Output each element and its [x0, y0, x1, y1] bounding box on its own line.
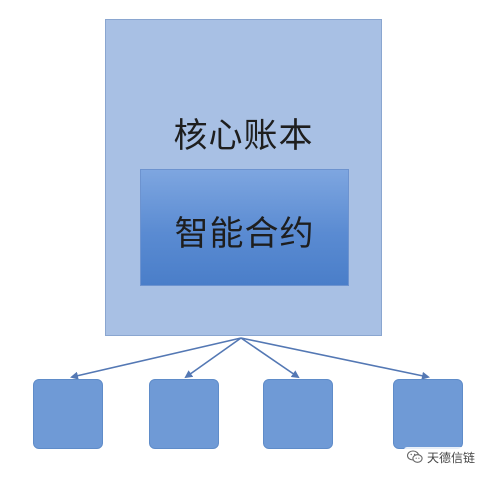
arrow-to-node-2	[184, 337, 242, 379]
arrow-to-node-3	[240, 337, 300, 379]
node-box-2	[149, 379, 219, 449]
watermark: 天德信链	[404, 447, 479, 467]
node-box-3	[263, 379, 333, 449]
wechat-icon	[407, 450, 423, 463]
arrow-to-node-1	[70, 337, 242, 380]
arrow-to-node-4	[240, 337, 430, 380]
smart-contract-box: 智能合约	[140, 169, 349, 286]
watermark-text: 天德信链	[427, 450, 476, 465]
core-ledger-label: 核心账本	[173, 116, 314, 156]
node-box-1	[33, 379, 103, 449]
smart-contract-label: 智能合约	[174, 214, 315, 254]
node-box-4	[393, 379, 463, 449]
